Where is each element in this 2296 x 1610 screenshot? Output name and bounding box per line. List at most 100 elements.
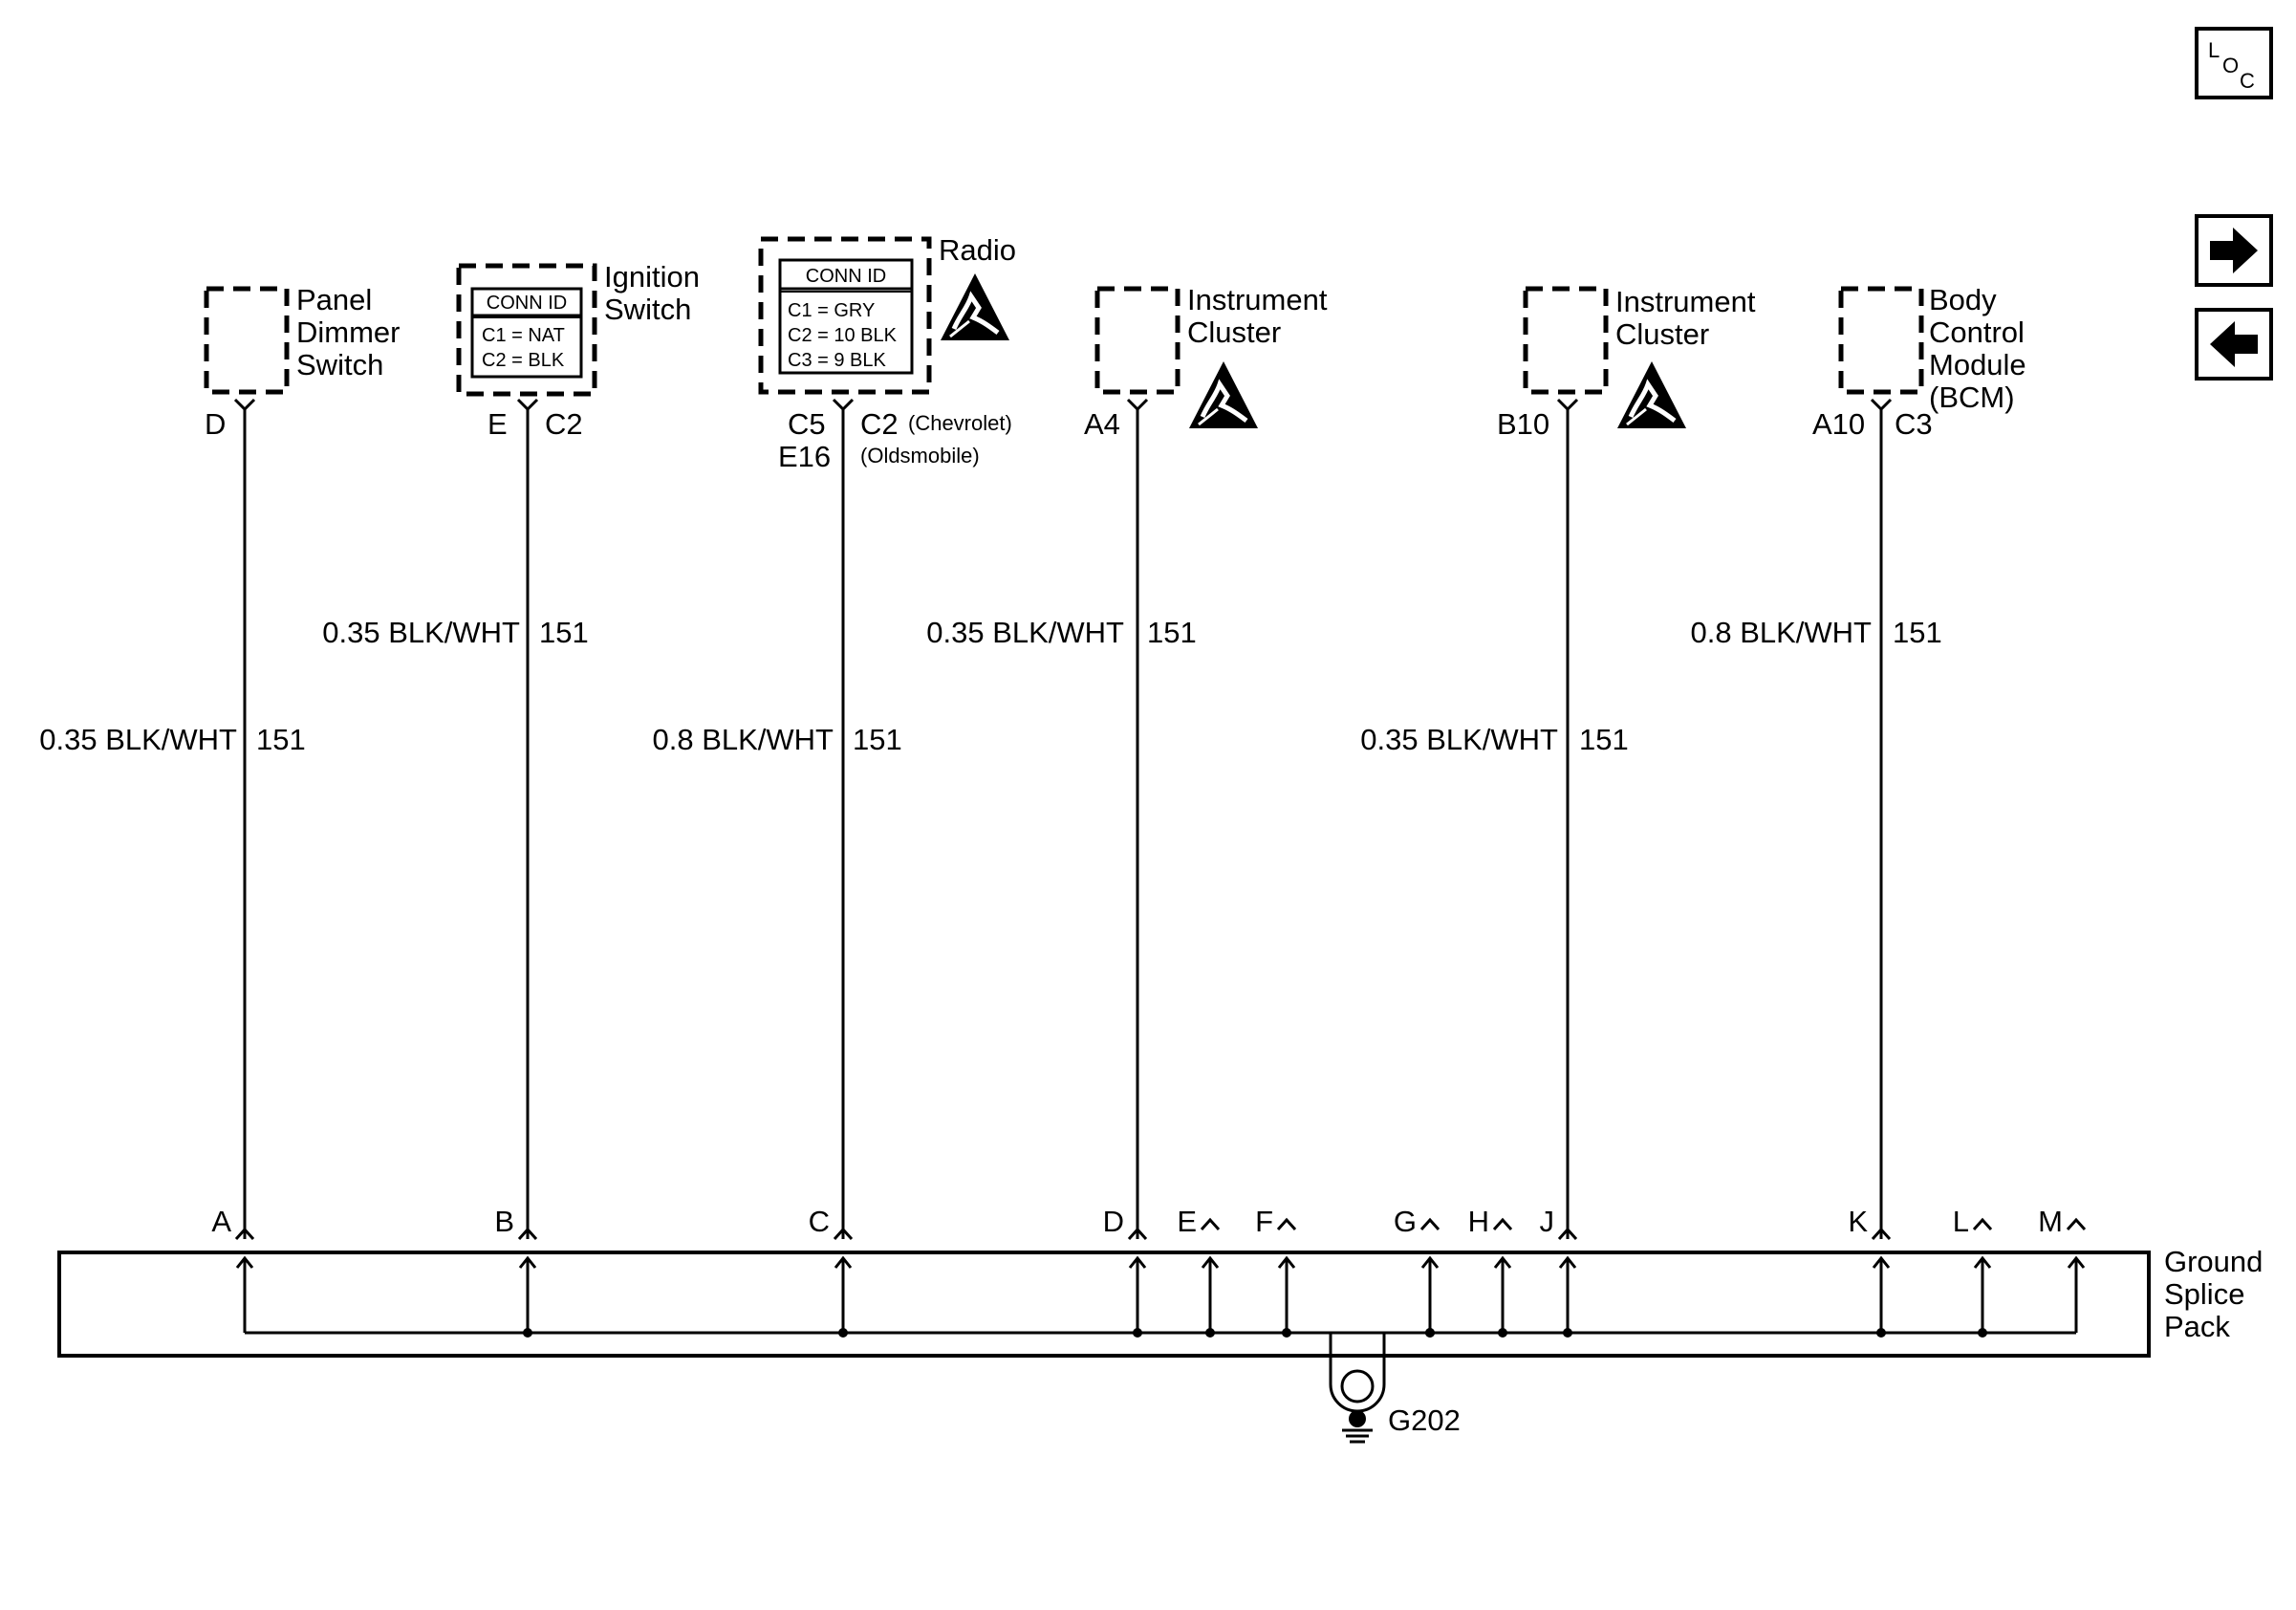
svg-text:Radio: Radio	[939, 233, 1016, 267]
svg-text:C: C	[2240, 69, 2255, 93]
instrument-cluster-1: Instrument Cluster A4	[1084, 283, 1328, 441]
back-button[interactable]	[2195, 308, 2273, 381]
ground-splice-pack: Ground Splice Pack	[57, 1245, 2263, 1358]
radio: CONN ID C1 = GRY C2 = 10 BLK C3 = 9 BLK …	[758, 233, 1016, 473]
splice-pin: M	[2038, 1205, 2087, 1333]
svg-text:Splice: Splice	[2164, 1277, 2244, 1311]
wire-3: 0.8 BLK/WHT 151	[653, 398, 902, 1239]
svg-text:C3: C3	[1895, 407, 1933, 441]
forward-button[interactable]	[2195, 214, 2273, 287]
splice-pin: F	[1255, 1205, 1297, 1338]
svg-text:151: 151	[1579, 723, 1629, 756]
splice-pin-label: M	[2038, 1205, 2063, 1238]
svg-text:(Chevrolet): (Chevrolet)	[908, 411, 1012, 435]
splice-pin: C	[809, 1205, 854, 1338]
svg-text:0.35 BLK/WHT: 0.35 BLK/WHT	[1360, 723, 1558, 756]
splice-pin: L	[1953, 1205, 1993, 1338]
splice-pin-label: D	[1103, 1205, 1124, 1238]
splice-pin: K	[1848, 1205, 1892, 1338]
splice-pin: G	[1394, 1205, 1440, 1338]
svg-text:Ground: Ground	[2164, 1245, 2263, 1278]
svg-text:0.35 BLK/WHT: 0.35 BLK/WHT	[322, 616, 520, 649]
splice-pin: J	[1540, 1205, 1578, 1338]
svg-text:C1 = GRY: C1 = GRY	[788, 300, 875, 321]
svg-text:151: 151	[256, 723, 306, 756]
svg-text:Body: Body	[1929, 283, 1997, 316]
splice-pin: H	[1468, 1205, 1513, 1338]
svg-text:C3 = 9 BLK: C3 = 9 BLK	[788, 350, 887, 371]
splice-pin-label: H	[1468, 1205, 1489, 1238]
splice-pin-label: B	[494, 1205, 514, 1238]
svg-text:C5: C5	[788, 407, 826, 441]
splice-pin-label: A	[211, 1205, 231, 1238]
svg-text:151: 151	[853, 723, 902, 756]
svg-text:Control: Control	[1929, 315, 2025, 349]
splice-pin: B	[494, 1205, 538, 1338]
esd-warning-icon	[1617, 361, 1686, 428]
svg-text:B10: B10	[1497, 407, 1549, 441]
svg-text:151: 151	[539, 616, 589, 649]
svg-text:Module: Module	[1929, 348, 2026, 381]
wire-6: 0.8 BLK/WHT 151	[1691, 398, 1942, 1239]
wire-4: 0.35 BLK/WHT 151	[926, 398, 1197, 1239]
ground-icon	[1349, 1410, 1366, 1427]
svg-text:E: E	[487, 407, 508, 441]
panel-dimmer-switch: Panel Dimmer Switch D	[204, 283, 401, 441]
ground-g202: G202	[1329, 1333, 1461, 1444]
arrow-left-icon	[2210, 321, 2258, 367]
splice-pin: A	[211, 1205, 255, 1333]
splice-pin: E	[1177, 1205, 1221, 1338]
splice-pin-label: C	[809, 1205, 830, 1238]
loc-button[interactable]: L O C	[2195, 27, 2273, 99]
svg-text:C2 = 10 BLK: C2 = 10 BLK	[788, 325, 898, 346]
svg-text:E16: E16	[778, 440, 831, 473]
bus-junction	[1425, 1328, 1435, 1338]
svg-text:Switch: Switch	[296, 348, 383, 381]
svg-text:0.8 BLK/WHT: 0.8 BLK/WHT	[653, 723, 834, 756]
svg-text:Panel: Panel	[296, 283, 372, 316]
svg-text:(BCM): (BCM)	[1929, 381, 2015, 414]
ignition-switch: CONN ID C1 = NAT C2 = BLK Ignition Switc…	[456, 260, 700, 441]
svg-text:Pack: Pack	[2164, 1310, 2230, 1343]
esd-warning-icon	[1189, 361, 1258, 428]
svg-text:151: 151	[1893, 616, 1942, 649]
wire-2: 0.35 BLK/WHT 151	[322, 398, 589, 1239]
svg-text:Switch: Switch	[604, 293, 691, 326]
svg-text:Instrument: Instrument	[1187, 283, 1328, 316]
svg-text:Cluster: Cluster	[1615, 317, 1709, 351]
svg-text:C2 = BLK: C2 = BLK	[482, 350, 565, 371]
arrow-right-icon	[2210, 228, 2258, 273]
svg-text:(Oldsmobile): (Oldsmobile)	[860, 444, 980, 468]
splice-pin-label: F	[1255, 1205, 1273, 1238]
svg-text:0.35 BLK/WHT: 0.35 BLK/WHT	[39, 723, 237, 756]
svg-text:O: O	[2222, 54, 2239, 77]
svg-text:CONN ID: CONN ID	[487, 293, 567, 314]
svg-text:151: 151	[1147, 616, 1197, 649]
instrument-cluster-2: Instrument Cluster B10	[1497, 285, 1756, 441]
svg-text:C2: C2	[545, 407, 583, 441]
esd-warning-icon	[941, 273, 1009, 340]
svg-text:A10: A10	[1812, 407, 1865, 441]
svg-text:C1 = NAT: C1 = NAT	[482, 325, 565, 346]
splice-pin-label: L	[1953, 1205, 1969, 1238]
svg-text:Dimmer: Dimmer	[296, 315, 401, 349]
splice-pin-label: K	[1848, 1205, 1868, 1238]
radio-conn-id-table: CONN ID C1 = GRY C2 = 10 BLK C3 = 9 BLK	[778, 258, 914, 375]
wire-1: 0.35 BLK/WHT 151	[39, 398, 306, 1239]
svg-text:L: L	[2208, 38, 2220, 62]
body-control-module: Body Control Module (BCM) A10 C3	[1812, 283, 2026, 441]
svg-text:C2: C2	[860, 407, 899, 441]
svg-text:0.8 BLK/WHT: 0.8 BLK/WHT	[1691, 616, 1873, 649]
svg-text:CONN ID: CONN ID	[806, 266, 886, 287]
svg-text:Ignition: Ignition	[604, 260, 700, 294]
wire-5: 0.35 BLK/WHT 151	[1360, 398, 1629, 1239]
svg-text:0.35 BLK/WHT: 0.35 BLK/WHT	[926, 616, 1124, 649]
splice-pin: D	[1103, 1205, 1148, 1338]
splice-pin-label: J	[1540, 1205, 1555, 1238]
svg-text:Cluster: Cluster	[1187, 315, 1281, 349]
svg-text:G202: G202	[1388, 1403, 1461, 1437]
splice-pin-label: E	[1177, 1205, 1197, 1238]
svg-text:Instrument: Instrument	[1615, 285, 1756, 318]
